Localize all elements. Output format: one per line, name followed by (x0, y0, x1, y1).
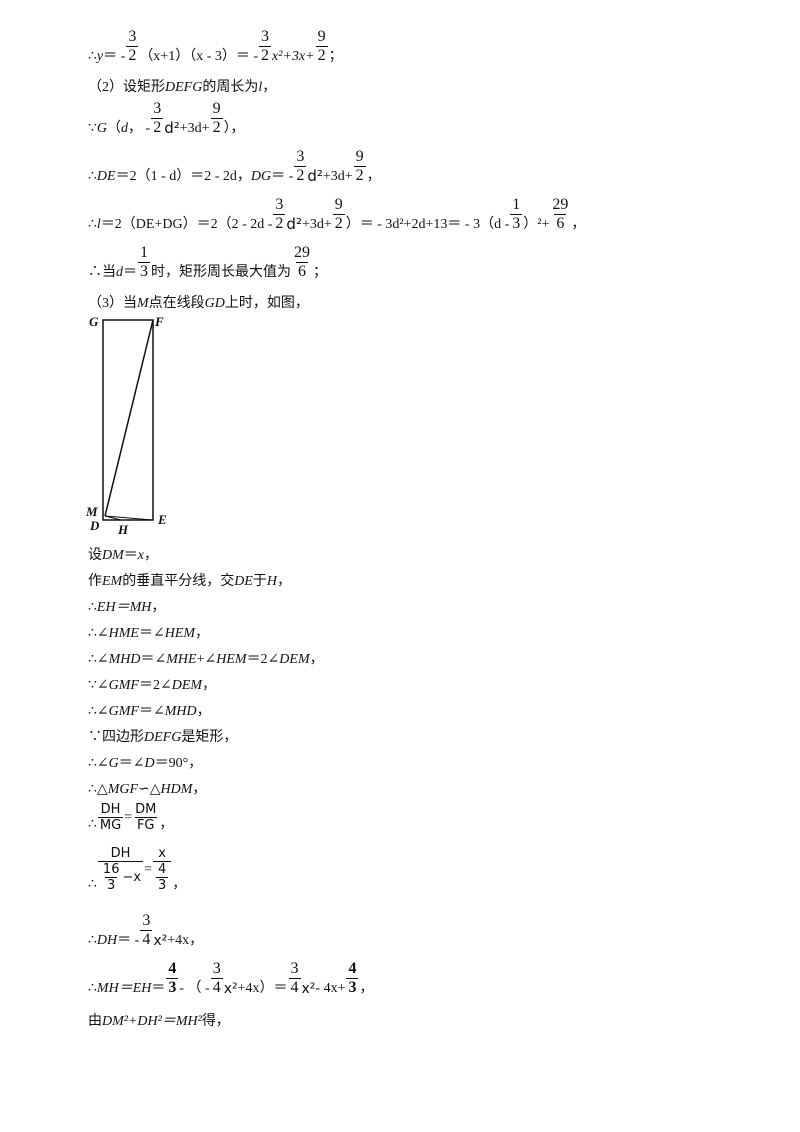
line-7: （3）当 M 点在线段 GD 上时，如图， (88, 296, 309, 311)
segment-ME (104, 515, 154, 521)
label-E: E (158, 512, 167, 527)
line-12: ∴∠ MHD ＝∠ MHE +∠ HEM ＝2∠ DEM ， (88, 652, 324, 667)
rectangle-DEFG (102, 319, 154, 521)
line-13: ∵∠ GMF ＝2∠ DEM ， (88, 678, 217, 693)
label-F: F (155, 314, 164, 329)
line-17: ∴△ MGF ∽△ HDM ， (88, 782, 207, 797)
line-2: （2）设矩形 DEFG 的周长为 l ， (88, 80, 277, 95)
label-D: D (90, 518, 100, 533)
segment-MF (104, 319, 154, 517)
line-10: ∴ EH＝MH ， (88, 600, 166, 615)
figure-svg (102, 319, 154, 521)
segment-MH (104, 515, 122, 521)
line-15: ∵四边形 DEFG 是矩形， (88, 730, 238, 745)
line-8: 设 DM ＝ x ， (88, 548, 158, 563)
line-22: 由 DM²+DH²＝MH² 得， (88, 1014, 230, 1029)
label-H: H (118, 522, 129, 537)
line-16: ∴∠ G ＝∠ D ＝90°， (88, 756, 203, 771)
line-14: ∴∠ GMF ＝∠ MHD ， (88, 704, 211, 719)
line-11: ∴∠ HME ＝∠ HEM ， (88, 626, 210, 641)
rectangle-figure: G F M D H E (86, 314, 186, 540)
line-9: 作 EM 的垂直平分线，交 DE 于 H ， (88, 574, 292, 589)
label-G: G (89, 314, 99, 329)
label-M: M (86, 504, 98, 519)
